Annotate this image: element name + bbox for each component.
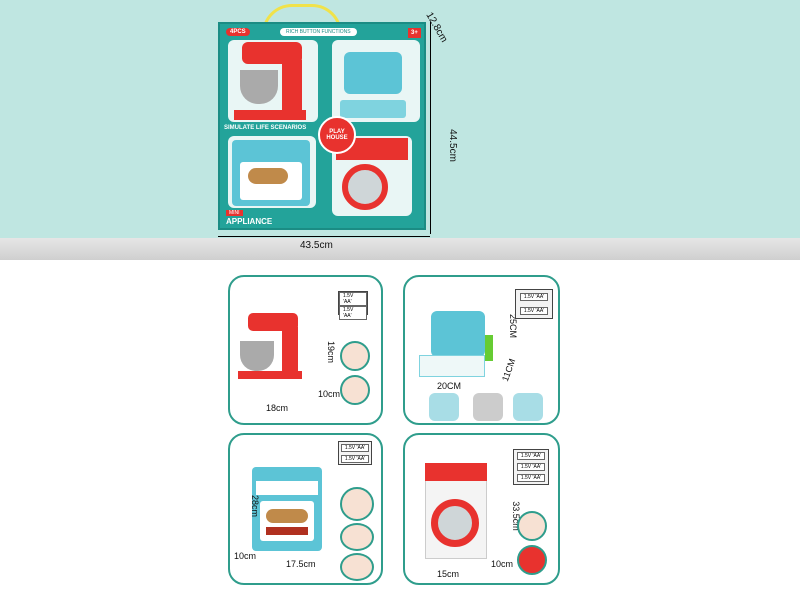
depth-dim: 10cm [234,551,257,561]
depth-dim: 10cm [491,559,514,569]
battery-diagram: 1.5V 'AA'1.5V 'AA' [338,441,372,465]
age-badge: 3+ [408,28,421,38]
depth-dim: 10cm [318,389,341,399]
detail-circle [340,553,374,581]
width-line [218,236,430,237]
width-dim: 43.5cm [300,240,333,251]
register-window [332,40,420,122]
count-badge: 4PCS [226,28,250,36]
height-dim: 19cm [326,340,337,364]
shelf [0,238,800,260]
battery-diagram: 1.5V 'AA'1.5V 'AA' [515,289,553,319]
mixer-window [228,40,318,122]
detail-thumb [429,393,459,421]
width-dim: 18cm [266,403,289,413]
height-dim: 44.5cm [446,129,458,162]
detail-circle [517,511,547,541]
mixer-panel: 18cm 19cm 10cm 1.5V 'AA'1.5V 'AA' [228,275,383,425]
detail-circle [340,341,370,371]
detail-circle [340,375,370,405]
detail-circle [517,545,547,575]
depth-dim: 11CM [499,357,518,383]
height-dim: 28cm [250,494,261,518]
middle-banner: SIMULATE LIFE SCENARIOS [224,125,307,131]
width-dim: 15cm [437,569,460,579]
detail-thumb [473,393,503,421]
oven-panel: 17.5cm 28cm 10cm 1.5V 'AA'1.5V 'AA' [228,433,383,585]
center-badge: PLAY HOUSE [318,116,356,154]
battery-diagram: 1.5V 'AA'1.5V 'AA'1.5V 'AA' [513,449,549,485]
battery-diagram: 1.5V 'AA'1.5V 'AA' [338,291,368,320]
detail-thumb [513,393,543,421]
detail-circle [340,487,374,521]
width-dim: 20CM [437,381,462,391]
width-dim: 17.5cm [286,559,316,569]
height-line [430,22,431,234]
toy-box: 4PCS RICH BUTTON FUNCTIONS 3+ SIMULATE L… [218,22,426,230]
washer-panel: 15cm 33.5cm 10cm 1.5V 'AA'1.5V 'AA'1.5V … [403,433,560,585]
top-banner: RICH BUTTON FUNCTIONS [280,28,357,36]
title: APPLIANCE [226,217,273,226]
title-small: MINI [226,210,243,216]
register-panel: 20CM 25CM 11CM 1.5V 'AA'1.5V 'AA' [403,275,560,425]
oven-window [228,136,316,208]
detail-circle [340,523,374,551]
